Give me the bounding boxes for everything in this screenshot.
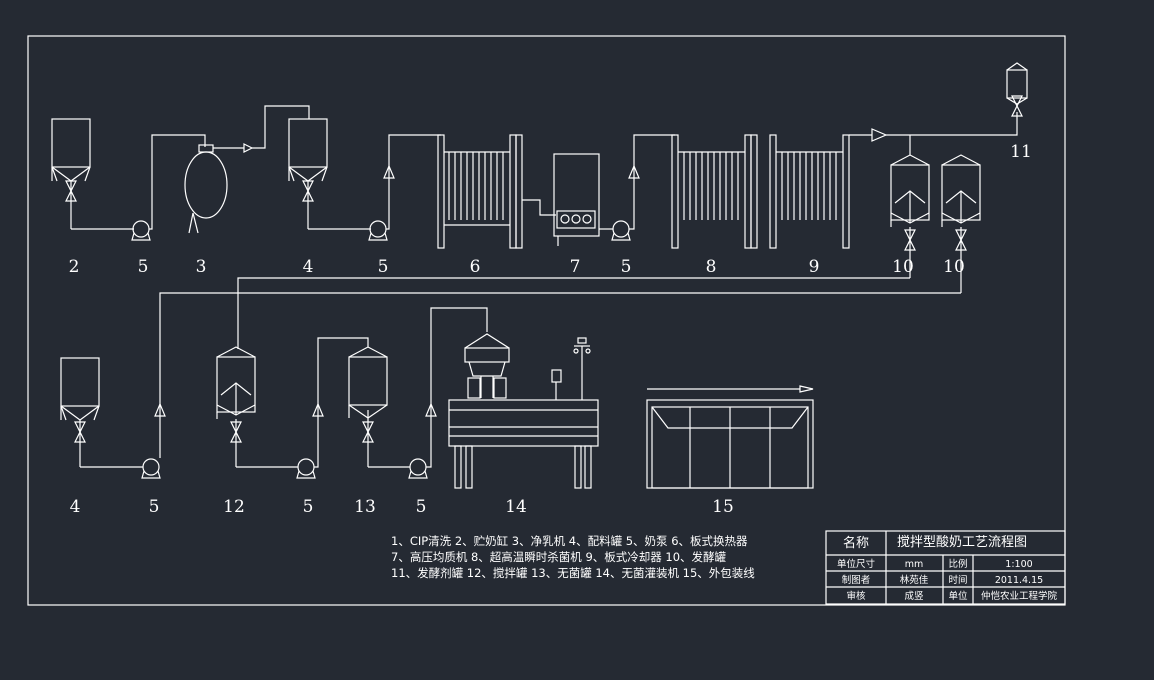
- label-7: 7: [570, 257, 581, 277]
- fermentation-tank-10b: [941, 154, 981, 293]
- pump-5c: [611, 220, 631, 241]
- pump-5e: [296, 458, 316, 479]
- org-value: 仲恺农业工程学院: [981, 590, 1058, 602]
- stirring-tank-12: [216, 346, 256, 467]
- label-12: 12: [223, 497, 245, 517]
- legend-line-3: 11、发酵剂罐 12、搅拌罐 13、无菌罐 14、无菌灌装机 15、外包装线: [391, 566, 755, 580]
- title-block: 名称 搅拌型酸奶工艺流程图 单位尺寸 mm 比例 1:100 制图者 林苑佳 时…: [825, 530, 1066, 605]
- scale-label: 比例: [948, 558, 967, 570]
- packaging-line-15: [646, 385, 814, 489]
- label-5f: 5: [416, 497, 427, 517]
- fermentation-tank-10a: [890, 154, 930, 278]
- label-4a: 4: [303, 257, 314, 277]
- aseptic-tank-13: [348, 346, 388, 467]
- separator-3: [184, 105, 310, 234]
- date-value: 2011.4.15: [995, 575, 1043, 586]
- label-5a: 5: [138, 257, 149, 277]
- pump-5f: [408, 458, 428, 479]
- label-5c: 5: [621, 257, 632, 277]
- plate-cooler-9: [750, 134, 850, 249]
- legend-line-2: 7、高压均质机 8、超高温瞬时杀菌机 9、板式冷却器 10、发酵罐: [391, 550, 727, 564]
- label-11: 11: [1010, 142, 1032, 162]
- pump-5b: [368, 220, 388, 241]
- label-10a: 10: [892, 257, 914, 277]
- reviewer-label: 审核: [846, 590, 866, 602]
- reviewer-value: 成竖: [904, 590, 924, 602]
- label-13: 13: [354, 497, 376, 517]
- label-10b: 10: [943, 257, 965, 277]
- label-5e: 5: [303, 497, 314, 517]
- mixing-tank-4a: [288, 118, 328, 229]
- plate-heat-exchanger-6: [437, 134, 523, 249]
- homogenizer-7: [553, 153, 600, 246]
- label-5d: 5: [149, 497, 160, 517]
- unit-label: 单位尺寸: [837, 558, 876, 570]
- starter-tank-11: [1006, 62, 1028, 117]
- label-2: 2: [69, 257, 80, 277]
- label-4b: 4: [70, 497, 81, 517]
- drafter-label: 制图者: [842, 574, 871, 586]
- label-5b: 5: [378, 257, 389, 277]
- label-8: 8: [706, 257, 717, 277]
- uht-sterilizer-8: [671, 134, 752, 249]
- org-label: 单位: [948, 590, 968, 602]
- legend-line-1: 1、CIP清洗 2、贮奶缸 3、净乳机 4、配料罐 5、奶泵 6、板式换热器: [391, 534, 748, 548]
- storage-tank-2: [51, 118, 91, 229]
- pump-5a: [131, 220, 151, 241]
- drawing-frame: [27, 35, 1066, 606]
- label-9: 9: [809, 257, 820, 277]
- aseptic-filling-machine-14: [448, 333, 599, 489]
- label-3: 3: [196, 257, 207, 277]
- date-label: 时间: [948, 574, 967, 586]
- label-15: 15: [712, 497, 734, 517]
- pump-5d: [141, 458, 161, 479]
- label-14: 14: [505, 497, 527, 517]
- mixing-tank-4b: [60, 357, 100, 467]
- scale-value: 1:100: [1005, 559, 1032, 570]
- drafter-value: 林苑佳: [900, 574, 929, 586]
- title-name-label: 名称: [843, 535, 869, 551]
- title-text: 搅拌型酸奶工艺流程图: [897, 534, 1027, 550]
- label-6: 6: [470, 257, 481, 277]
- unit-value: mm: [905, 559, 924, 570]
